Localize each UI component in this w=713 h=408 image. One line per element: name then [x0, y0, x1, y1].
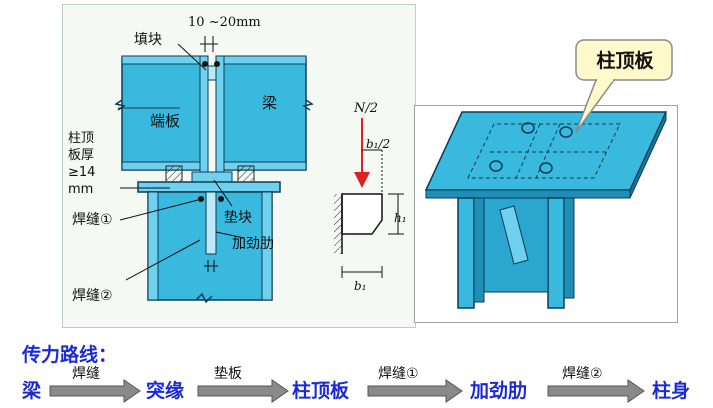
- route-edge-label-2: 垫板: [214, 366, 242, 382]
- weld2-leader: [125, 239, 201, 281]
- pad-leader: [213, 179, 233, 207]
- stiffener-rib: [205, 191, 217, 255]
- filler-label: 填块: [134, 32, 162, 48]
- cap-thickness-line-2: 板厚: [68, 148, 94, 163]
- cantilever-sketch: [334, 118, 404, 278]
- route-title: 传力路线：: [22, 344, 118, 366]
- cap-plate: [137, 181, 281, 193]
- cap-thickness-line-1: 柱顶: [68, 131, 94, 146]
- endplate-label: 端板: [150, 112, 180, 130]
- route-node-cap-plate: 柱顶板: [292, 380, 350, 402]
- beam-label: 梁: [262, 94, 277, 112]
- weld-dot-2: [218, 196, 224, 202]
- weld-hatch-2: [237, 165, 255, 183]
- weld-dot-1: [198, 196, 204, 202]
- b-label: b₁: [354, 279, 367, 293]
- weld2-label: 焊缝②: [72, 288, 113, 304]
- route-node-stiffener: 加劲肋: [470, 380, 528, 402]
- pad-label: 垫块: [224, 210, 252, 226]
- half-b-label: b₁/2: [366, 137, 390, 151]
- weld-hatch-1: [165, 165, 183, 183]
- weld-dot-top-2: [214, 61, 220, 67]
- route-edge-label-4: 焊缝②: [562, 366, 603, 382]
- route-node-column: 柱身: [652, 380, 691, 402]
- callout-label: 柱顶板: [596, 50, 654, 72]
- cap-thickness-line-4: mm: [68, 182, 93, 197]
- weld1-leader: [119, 199, 199, 221]
- right-beam: [219, 55, 314, 171]
- column-top-3d-panel: [414, 105, 678, 323]
- gap-label: 10 ~20mm: [188, 15, 261, 30]
- weld-dot-top-1: [202, 61, 208, 67]
- stiffener-label: 加劲肋: [232, 236, 274, 252]
- filler-leader: [177, 43, 207, 71]
- end-plate-left: [199, 55, 209, 173]
- filler-block: [207, 65, 217, 81]
- weld1-label: 焊缝①: [72, 212, 113, 228]
- stiffener-leader: [215, 231, 245, 239]
- route-node-flange: 突缘: [146, 380, 185, 402]
- end-plate-right: [215, 55, 225, 173]
- cap-thickness-line-3: ≥14: [68, 165, 95, 180]
- h-label: h₁: [394, 211, 407, 225]
- load-label: N/2: [353, 101, 378, 116]
- route-edge-label-1: 焊缝: [72, 366, 100, 382]
- route-node-beam: 梁: [22, 380, 42, 402]
- route-edge-label-3: 焊缝①: [378, 366, 419, 382]
